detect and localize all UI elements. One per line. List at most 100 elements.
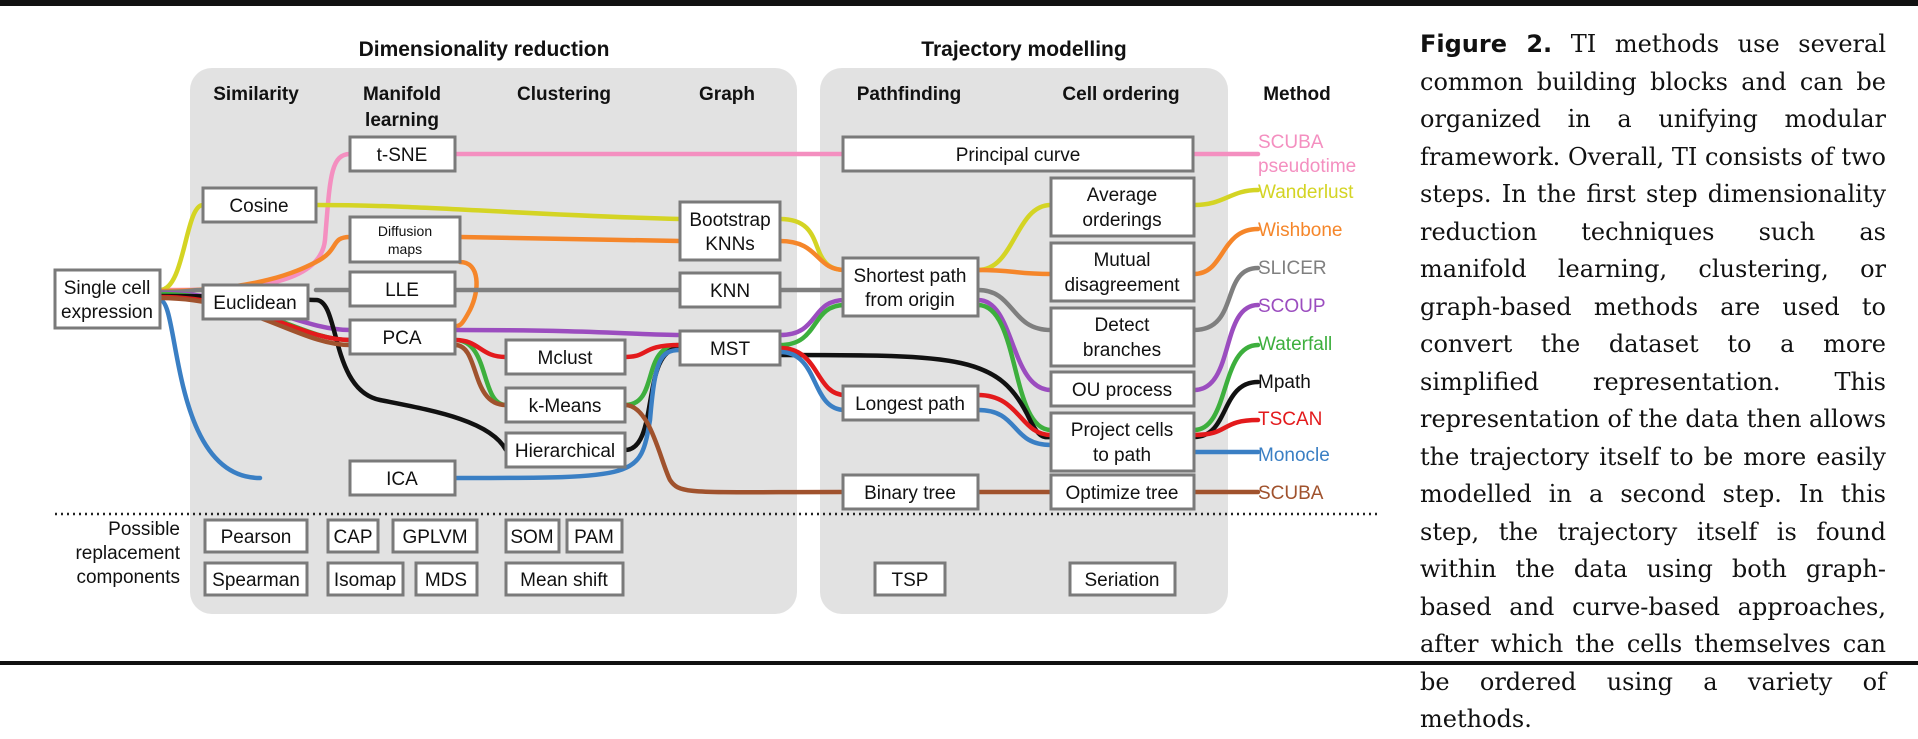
replacement-pam-box — [565, 518, 624, 554]
node-diffusion-label-1: Diffusion — [378, 223, 432, 239]
replacement-spearman-box — [203, 561, 309, 597]
trajectory-inference-framework-diagram: Dimensionality reduction Trajectory mode… — [53, 38, 1380, 614]
node-mclust-box — [504, 338, 627, 376]
node-shortest-path-label-2: from origin — [865, 290, 955, 311]
node-mutual-disagreement-box — [1049, 241, 1196, 303]
line-monocle — [157, 297, 1261, 481]
replacement-mds-label: MDS — [425, 570, 467, 591]
node-project-label-1: Project cells — [1071, 420, 1173, 441]
replacement-isomap-label: Isomap — [334, 570, 396, 591]
method-scuba-pseudotime-label-1: SCUBA — [1258, 132, 1324, 153]
replacement-cap-box — [326, 518, 380, 554]
line-wishbone — [157, 226, 1261, 294]
line-slicer — [157, 265, 1261, 333]
dimensionality-reduction-title: Dimensionality reduction — [359, 38, 610, 61]
node-principal-curve-box — [841, 135, 1195, 173]
replacement-label-3: components — [76, 567, 180, 588]
bottom-border — [0, 661, 1918, 665]
node-detect-label-1: Detect — [1095, 315, 1151, 336]
node-ica-label: ICA — [386, 469, 418, 490]
node-mst-label: MST — [710, 339, 751, 360]
node-bootstrap-knns-box — [678, 200, 782, 262]
node-mst-box — [678, 329, 782, 367]
top-border — [0, 0, 1918, 6]
node-shortest-path-label-1: Shortest path — [853, 266, 966, 287]
node-project-label-2: to path — [1093, 445, 1151, 466]
replacement-label-1: Possible — [108, 519, 180, 540]
node-detect-branches-box — [1049, 306, 1196, 368]
node-ou-process-box — [1049, 370, 1196, 408]
node-mutual-label-1: Mutual — [1093, 250, 1150, 271]
node-euclidean-box — [201, 283, 310, 321]
node-binary-tree-box — [841, 473, 980, 511]
node-ica-box — [348, 459, 457, 497]
header-cell-ordering: Cell ordering — [1062, 84, 1179, 105]
header-pathfinding: Pathfinding — [857, 84, 961, 105]
node-bootstrap-label-1: Bootstrap — [689, 210, 770, 231]
node-optimize-tree-label: Optimize tree — [1066, 483, 1179, 504]
header-similarity: Similarity — [213, 84, 299, 105]
method-scoup-label: SCOUP — [1258, 296, 1326, 317]
header-manifold-learning-2: learning — [365, 110, 439, 131]
replacement-tsp-label: TSP — [892, 570, 929, 591]
replacement-seriation-label: Seriation — [1085, 570, 1160, 591]
node-mutual-label-2: disagreement — [1064, 275, 1180, 296]
replacement-label-2: replacement — [75, 543, 180, 564]
node-single-cell-label-1: Single cell — [64, 278, 151, 299]
replacement-spearman-label: Spearman — [212, 570, 300, 591]
node-diffusion-label-2: maps — [388, 241, 422, 257]
header-manifold-learning-1: Manifold — [363, 84, 441, 105]
node-average-orderings-label-1: Average — [1087, 185, 1157, 206]
caption-text: TI methods use several common building b… — [1420, 30, 1887, 733]
node-single-cell-label-2: expression — [61, 302, 153, 323]
node-single-cell-expression-box — [53, 268, 162, 330]
node-cosine-box — [201, 186, 318, 224]
replacement-gplvm-label: GPLVM — [402, 527, 467, 548]
method-tscan-label: TSCAN — [1258, 409, 1322, 430]
node-optimize-tree-box — [1049, 473, 1196, 511]
node-ou-process-label: OU process — [1072, 380, 1172, 401]
line-wanderlust — [157, 187, 1261, 293]
replacement-som-label: SOM — [510, 527, 553, 548]
method-scuba-pseudotime-label-2: pseudotime — [1258, 156, 1356, 177]
replacement-gplvm-box — [391, 518, 479, 554]
replacement-som-box — [504, 518, 561, 554]
node-project-cells-box — [1049, 411, 1196, 473]
node-lle-box — [348, 270, 457, 308]
header-clustering: Clustering — [517, 84, 611, 105]
node-hierarchical-box — [504, 431, 627, 469]
node-tsne-box — [348, 135, 457, 173]
node-cosine-label: Cosine — [229, 196, 288, 217]
node-knn-box — [678, 271, 782, 309]
method-monocle-label: Monocle — [1258, 445, 1330, 466]
replacement-seriation-box — [1068, 561, 1177, 597]
node-principal-curve-label: Principal curve — [956, 145, 1081, 166]
replacement-tsp-box — [873, 561, 947, 597]
node-longest-path-box — [841, 384, 980, 422]
node-kmeans-box — [504, 386, 627, 424]
node-shortest-path-box — [841, 256, 980, 318]
node-binary-tree-label: Binary tree — [864, 483, 956, 504]
node-kmeans-label: k-Means — [529, 396, 602, 417]
method-scuba-label: SCUBA — [1258, 483, 1324, 504]
node-average-orderings-box — [1049, 176, 1196, 238]
node-mclust-label: Mclust — [538, 348, 594, 369]
replacement-pam-label: PAM — [574, 527, 614, 548]
figure-label: Figure 2. — [1420, 30, 1553, 58]
method-wanderlust-label: Wanderlust — [1258, 182, 1354, 203]
method-waterfall-label: Waterfall — [1258, 334, 1332, 355]
node-hierarchical-label: Hierarchical — [515, 441, 615, 462]
replacement-pearson-label: Pearson — [221, 527, 292, 548]
node-bootstrap-label-2: KNNs — [705, 234, 755, 255]
line-scuba — [157, 295, 1261, 495]
figure-caption: Figure 2. TI methods use several common … — [1420, 26, 1886, 739]
node-diffusion-maps-box — [348, 215, 462, 264]
replacement-pearson-box — [203, 518, 309, 554]
node-knn-label: KNN — [710, 281, 750, 302]
header-method: Method — [1263, 84, 1331, 105]
method-slicer-label: SLICER — [1258, 258, 1327, 279]
header-graph: Graph — [699, 84, 755, 105]
node-pca-label: PCA — [382, 328, 421, 349]
method-mpath-label: Mpath — [1258, 372, 1311, 393]
replacement-isomap-box — [326, 561, 405, 597]
